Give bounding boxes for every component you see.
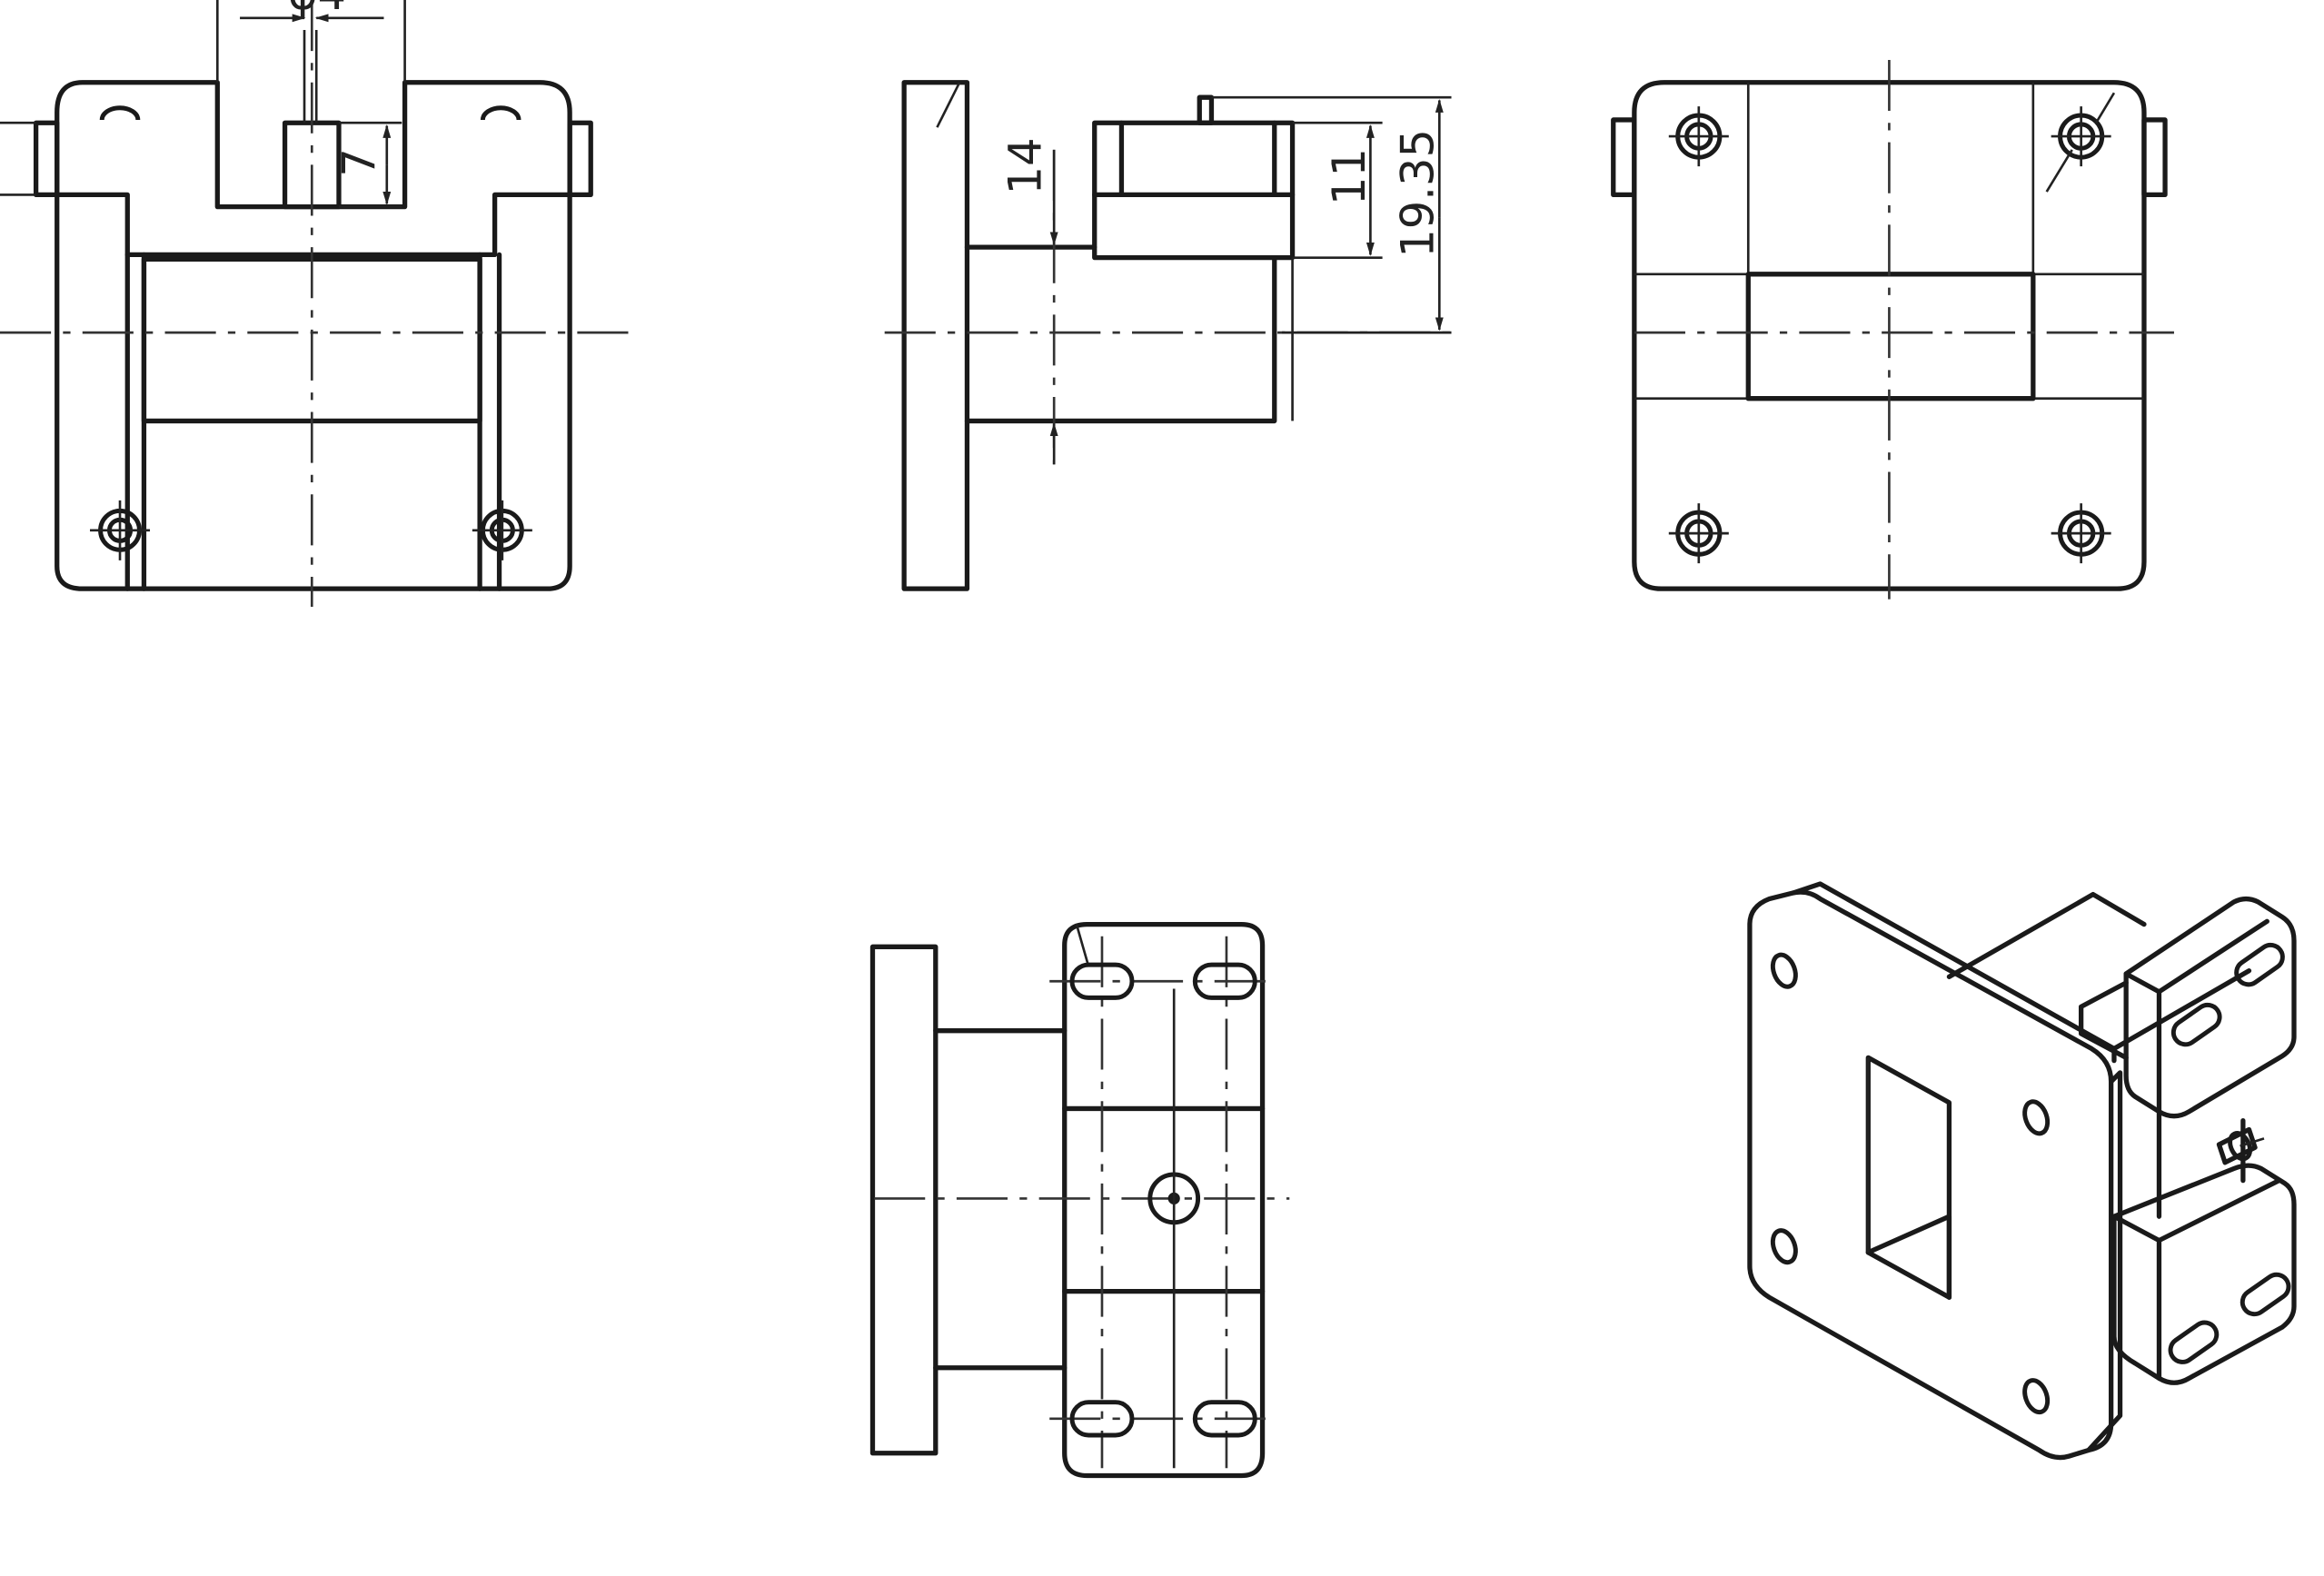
slot-icon bbox=[2170, 1002, 2222, 1047]
rear-view bbox=[1611, 59, 2174, 600]
side-view: 14 11 19.35 bbox=[884, 80, 1455, 591]
dimension-block-height: 11 bbox=[1323, 148, 1376, 205]
top-view bbox=[869, 921, 1290, 1479]
bolt-hole-icon bbox=[1770, 952, 1798, 989]
slot-icon bbox=[1192, 1400, 1257, 1438]
dimension-pin-diameter: φ4 bbox=[288, 0, 346, 20]
dimension-pin-to-center: 19.35 bbox=[1392, 129, 1445, 258]
dimension-pin-height: 7 bbox=[333, 148, 386, 176]
bolt-hole-icon bbox=[1770, 1228, 1798, 1265]
front-view: φ4 7 bbox=[0, 0, 631, 607]
dimension-body-step: 14 bbox=[998, 137, 1051, 194]
bolt-hole-icon bbox=[2022, 1099, 2051, 1136]
isometric-view bbox=[1747, 881, 2297, 1461]
bolt-hole-icon bbox=[2022, 1378, 2051, 1415]
probe-pin-icon bbox=[2216, 1126, 2265, 1165]
slot-icon bbox=[2168, 1320, 2220, 1364]
slot-icon bbox=[1192, 962, 1257, 1000]
slot-icon bbox=[2240, 1272, 2291, 1317]
slot-icon bbox=[1069, 1400, 1135, 1438]
slot-icon bbox=[1069, 962, 1135, 1000]
slot-icon bbox=[2234, 942, 2285, 987]
